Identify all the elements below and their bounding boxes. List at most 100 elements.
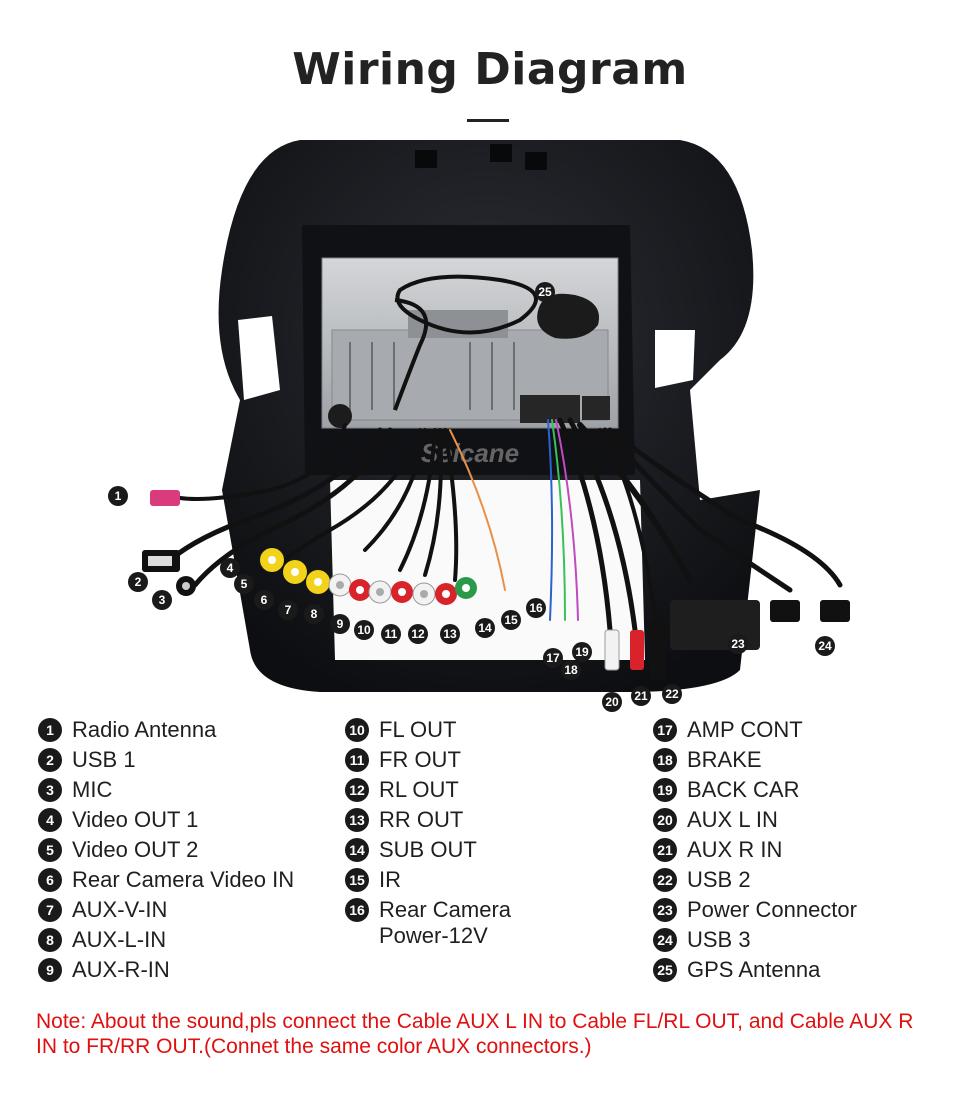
diagram-callouts: 1 2 3 4 5 6 7 8 9 10 11 12 13 14 15 16 1… <box>108 282 835 712</box>
title-underline <box>467 119 509 122</box>
svg-text:23: 23 <box>731 637 745 651</box>
legend-label: BACK CAR <box>687 777 800 802</box>
usb2-plug <box>650 620 666 680</box>
wire-harness <box>167 417 843 652</box>
svg-text:8: 8 <box>311 607 318 621</box>
svg-text:4: 4 <box>227 561 234 575</box>
callout-12: 12 <box>408 624 428 644</box>
svg-text:2: 2 <box>135 575 142 589</box>
svg-text:3: 3 <box>159 593 166 607</box>
legend-label: GPS Antenna <box>687 957 821 982</box>
legend-number: 3 <box>38 778 62 802</box>
legend-number: 9 <box>38 958 62 982</box>
svg-text:11: 11 <box>385 627 398 641</box>
svg-text:9: 9 <box>337 617 344 631</box>
legend-number: 23 <box>653 898 677 922</box>
svg-text:21: 21 <box>634 689 648 703</box>
legend-label: Rear Camera Video IN <box>72 867 295 892</box>
legend-label: USB 2 <box>687 867 751 892</box>
svg-text:5: 5 <box>241 577 248 591</box>
legend-label: AMP CONT <box>687 717 803 742</box>
legend-label: Radio Antenna <box>72 717 217 742</box>
legend-number: 17 <box>653 718 677 742</box>
legend-item: 13 RR OUT <box>345 807 511 837</box>
callout-9: 9 <box>330 614 350 634</box>
rca-audio-plugs <box>328 573 477 606</box>
legend-number: 19 <box>653 778 677 802</box>
legend-label: AUX-L-IN <box>72 927 167 952</box>
svg-text:24: 24 <box>818 639 832 653</box>
legend-item: 3 MIC <box>38 777 294 807</box>
legend-item: 17 AMP CONT <box>653 717 857 747</box>
usb3b-plug <box>820 600 850 622</box>
callout-8: 8 <box>304 604 324 624</box>
legend-label: BRAKE <box>687 747 762 772</box>
legend-number: 6 <box>38 868 62 892</box>
callout-11: 11 <box>381 624 401 644</box>
legend-label: AUX R IN <box>687 837 783 862</box>
callout-25: 25 <box>535 282 555 302</box>
legend-number: 10 <box>345 718 369 742</box>
callout-20: 20 <box>602 692 622 712</box>
legend-item: 21 AUX R IN <box>653 837 857 867</box>
svg-text:6: 6 <box>261 593 268 607</box>
callout-15: 15 <box>501 610 521 630</box>
legend-label: RL OUT <box>379 777 459 802</box>
svg-text:19: 19 <box>575 645 589 659</box>
callout-10: 10 <box>354 620 374 640</box>
legend-label: FL OUT <box>379 717 457 742</box>
callout-17: 17 <box>543 648 563 668</box>
legend-number: 1 <box>38 718 62 742</box>
legend-item: 19 BACK CAR <box>653 777 857 807</box>
svg-text:1: 1 <box>115 489 122 503</box>
callout-14: 14 <box>475 618 495 638</box>
legend-label: MIC <box>72 777 113 802</box>
legend-label: Power Connector <box>687 897 857 922</box>
svg-text:16: 16 <box>529 601 543 615</box>
callout-5: 5 <box>234 574 254 594</box>
legend-label: RR OUT <box>379 807 464 832</box>
callout-6: 6 <box>254 590 274 610</box>
svg-text:18: 18 <box>564 663 578 677</box>
legend-number: 18 <box>653 748 677 772</box>
legend-number: 25 <box>653 958 677 982</box>
gps-antenna <box>393 274 600 411</box>
legend-label: SUB OUT <box>379 837 477 862</box>
callout-23: 23 <box>728 634 748 654</box>
watermark-text: Seicane <box>421 438 519 468</box>
legend-label: AUX-R-IN <box>72 957 170 982</box>
svg-text:20: 20 <box>605 695 619 709</box>
callout-21: 21 <box>631 686 651 706</box>
rca-video-plugs <box>260 548 330 594</box>
aux-rca-plugs <box>604 629 644 671</box>
callout-19: 19 <box>572 642 592 662</box>
legend-item: 25 GPS Antenna <box>653 957 857 987</box>
callout-13: 13 <box>440 624 460 644</box>
legend-number: 4 <box>38 808 62 832</box>
legend-item: 1 Radio Antenna <box>38 717 294 747</box>
legend-label: USB 3 <box>687 927 751 952</box>
head-unit-chassis <box>321 257 619 429</box>
legend-number: 15 <box>345 868 369 892</box>
legend-number: 21 <box>653 838 677 862</box>
legend-label: AUX-V-IN <box>72 897 168 922</box>
callout-7: 7 <box>278 600 298 620</box>
legend-number: 13 <box>345 808 369 832</box>
svg-text:14: 14 <box>478 621 492 635</box>
callout-3: 3 <box>152 590 172 610</box>
svg-text:10: 10 <box>357 623 371 637</box>
callout-1: 1 <box>108 486 128 506</box>
